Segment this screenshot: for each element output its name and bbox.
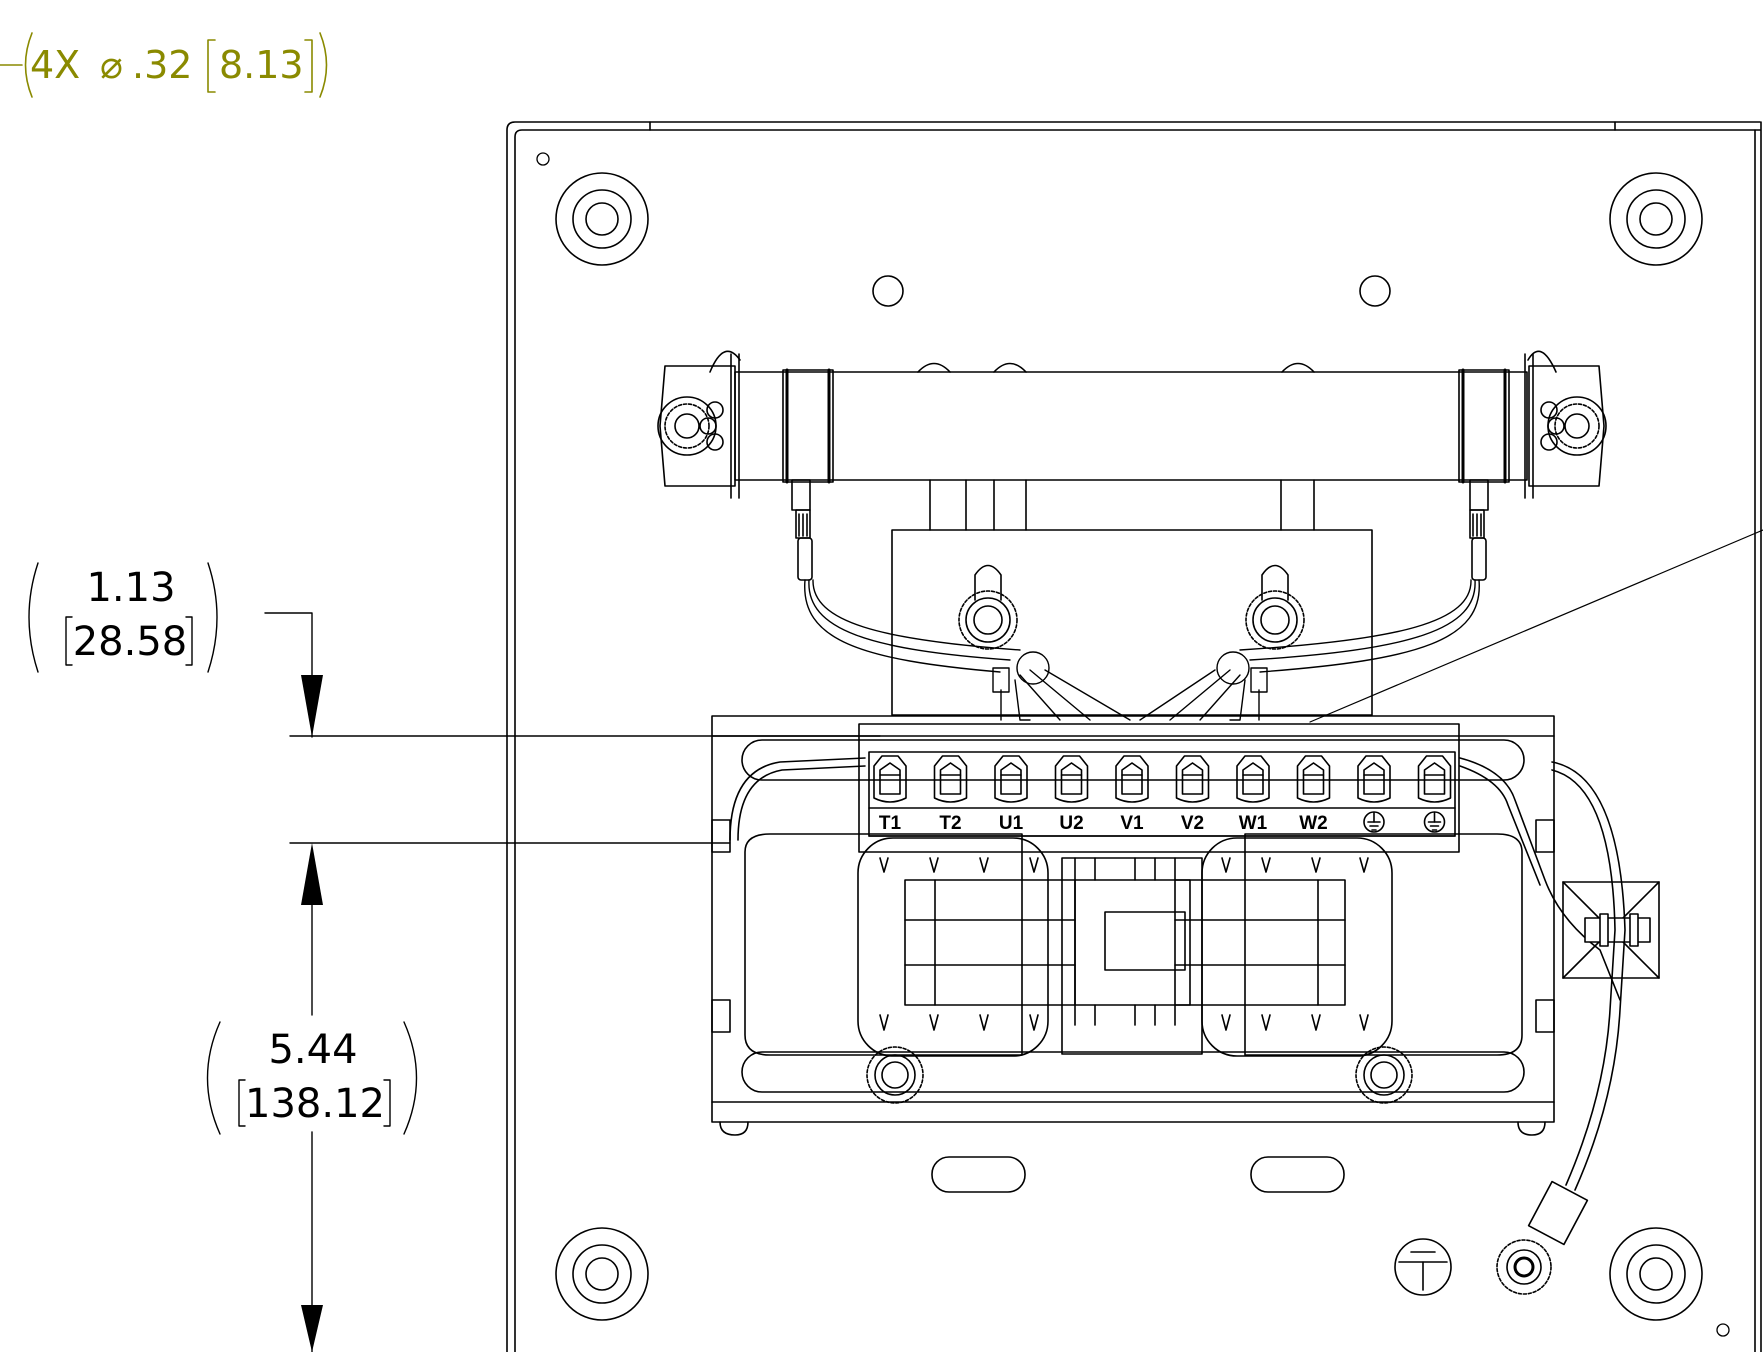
terminal-labels: T1 T2 U1 U2 V1 V2 W1 W2 <box>879 811 1446 834</box>
terminal-screw <box>1296 755 1331 803</box>
terminal-screws <box>873 755 1452 803</box>
core <box>1061 857 1203 1055</box>
terminal-label: W1 <box>1239 813 1268 834</box>
terminal-screw <box>1175 755 1210 803</box>
terminal-label: U2 <box>1059 813 1083 834</box>
ground-symbol-icon <box>1394 1238 1452 1296</box>
terminal-label: W2 <box>1299 813 1328 834</box>
coil-left <box>857 837 1076 1057</box>
terminal-screw <box>1417 755 1452 803</box>
leader-line <box>1309 529 1763 723</box>
terminal-screw <box>1236 755 1270 803</box>
coil-right <box>1174 837 1393 1057</box>
terminal-label: V1 <box>1120 813 1144 834</box>
mounting-hole-bl <box>555 1227 649 1321</box>
terminal-screw <box>1357 755 1391 803</box>
terminal-screw <box>994 755 1028 803</box>
ground-icon <box>1363 811 1385 833</box>
wire-bundle <box>804 579 1480 721</box>
hole-callout: 4X ⌀ .32 8.13 <box>0 32 328 98</box>
dimension-bottom: 5.44 138.12 <box>206 842 731 1352</box>
terminal-label: U1 <box>999 813 1024 834</box>
dimension-top: 1.13 28.58 <box>28 562 881 738</box>
terminal-block <box>858 723 1460 853</box>
mounting-hole-tl <box>555 172 649 266</box>
callout-mm: 8.13 <box>219 43 304 87</box>
terminal-label: T1 <box>879 813 902 834</box>
dim-bottom-mm: 138.12 <box>245 1081 385 1127</box>
callout-count: 4X <box>30 43 80 87</box>
terminal-screw <box>1054 755 1089 803</box>
bracket <box>891 479 1373 716</box>
plate-slot-right <box>1250 1156 1345 1193</box>
terminal-label: V2 <box>1181 813 1204 834</box>
mounting-hole-tr <box>1609 172 1703 266</box>
base-plate <box>506 121 1762 1352</box>
mounting-hole-br <box>1609 1227 1703 1321</box>
callout-inch: .32 <box>132 43 192 87</box>
dim-top-inch: 1.13 <box>86 565 175 611</box>
coil-nut-left <box>866 1046 924 1104</box>
plate-hole-right <box>1359 275 1391 307</box>
transformer-frame <box>711 715 1621 1136</box>
dim-bottom-inch: 5.44 <box>268 1027 357 1073</box>
terminal-label: T2 <box>939 813 961 834</box>
diameter-icon: ⌀ <box>100 43 123 87</box>
terminal-screw <box>933 755 968 803</box>
cable-tie-mount <box>1562 881 1660 979</box>
plate-slot-left <box>931 1156 1026 1193</box>
plate-hole-left <box>872 275 904 307</box>
terminal-screw <box>1115 755 1149 803</box>
ground-icon <box>1423 811 1446 833</box>
ground-wire <box>1496 761 1626 1295</box>
coil-nut-right <box>1355 1046 1413 1104</box>
resistor-assembly <box>657 350 1607 581</box>
dim-top-mm: 28.58 <box>73 619 188 665</box>
terminal-screw <box>873 755 907 803</box>
